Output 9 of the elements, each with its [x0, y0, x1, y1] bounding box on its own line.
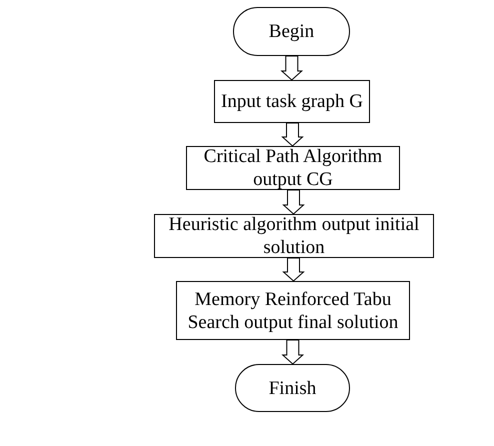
- hollow-arrow: [282, 190, 305, 215]
- process-box: Input task graph G: [214, 80, 370, 123]
- process-box: Critical Path Algorithm output CG: [186, 146, 400, 190]
- hollow-arrow: [282, 258, 305, 282]
- hollow-arrow: [280, 56, 304, 81]
- process-box: Heuristic algorithm output initial solution: [154, 214, 434, 258]
- hollow-arrow: [281, 340, 304, 365]
- hollow-arrow: [281, 122, 304, 147]
- process-box: Memory Reinforced Tabu Search output final solution: [176, 281, 410, 340]
